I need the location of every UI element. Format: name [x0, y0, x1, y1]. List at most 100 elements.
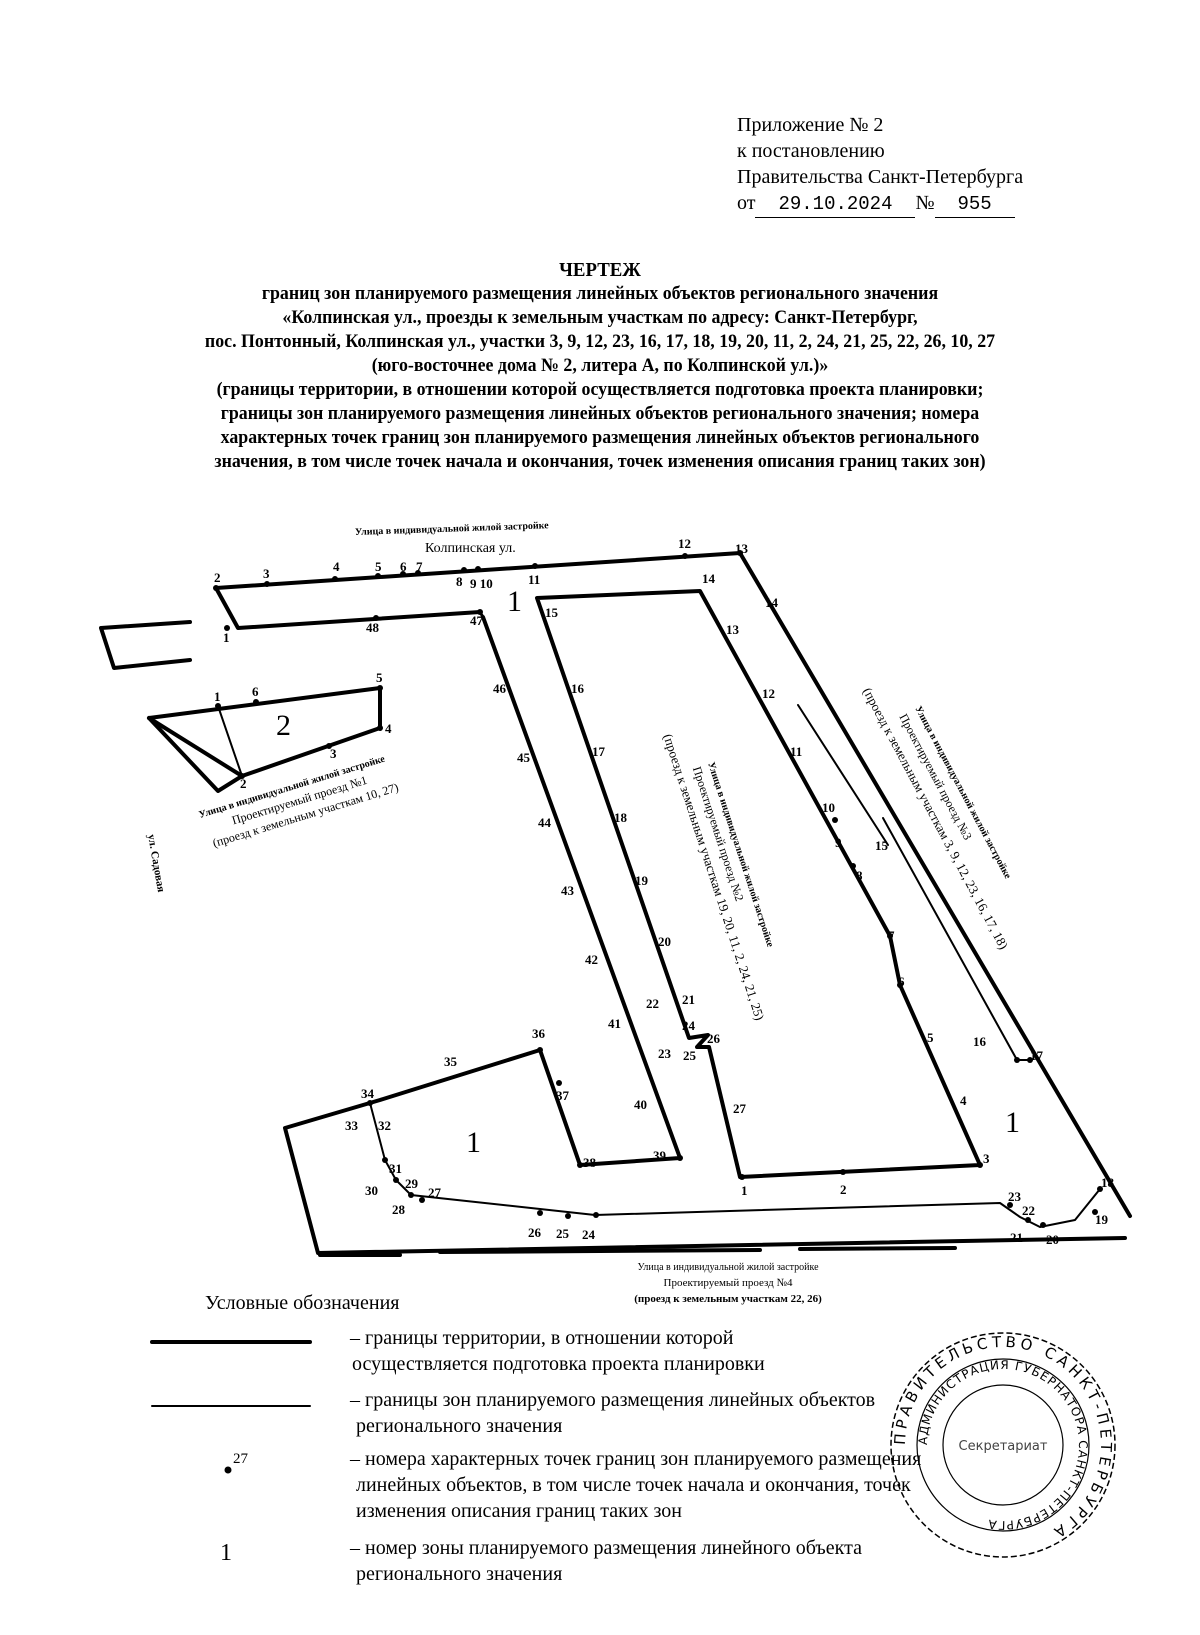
svg-text:22: 22	[646, 996, 659, 1011]
zone-number-1-east: 1	[1005, 1106, 1020, 1139]
svg-text:35: 35	[444, 1054, 458, 1069]
svg-text:22: 22	[1022, 1203, 1035, 1218]
svg-text:43: 43	[561, 883, 575, 898]
svg-text:24: 24	[682, 1018, 696, 1033]
svg-text:1: 1	[741, 1183, 748, 1198]
annex-line-3: Правительства Санкт-Петербурга	[737, 166, 1024, 188]
svg-text:4: 4	[960, 1093, 967, 1108]
svg-text:6: 6	[252, 684, 259, 699]
svg-text:29: 29	[405, 1176, 419, 1191]
svg-text:8: 8	[856, 868, 863, 883]
title-line-4: (юго-восточнее дома № 2, литера А, по Ко…	[371, 355, 829, 376]
svg-text:38: 38	[583, 1155, 597, 1170]
annex-line-2: к постановлению	[737, 140, 885, 162]
svg-text:9: 9	[835, 835, 842, 850]
title-line-6: границы зон планируемого размещения лине…	[220, 403, 980, 424]
legend-title: Условные обозначения	[205, 1292, 400, 1314]
svg-text:17: 17	[1030, 1048, 1044, 1063]
annex-header: Приложение № 2 к постановлению Правитель…	[737, 112, 1023, 218]
territory-boundary-inner	[535, 589, 982, 1179]
svg-text:46: 46	[493, 681, 507, 696]
svg-text:18: 18	[614, 810, 628, 825]
svg-text:21: 21	[682, 992, 695, 1007]
svg-text:20: 20	[1046, 1232, 1059, 1247]
official-stamp: ПРАВИТЕЛЬСТВО САНКТ-ПЕТЕРБУРГА АДМИНИСТР…	[890, 1332, 1116, 1558]
svg-text:10: 10	[822, 800, 835, 815]
territory-boundary-west	[283, 615, 1127, 1255]
svg-text:7: 7	[888, 928, 895, 943]
svg-text:23: 23	[658, 1046, 672, 1061]
from-label: от	[737, 192, 756, 214]
top-street-name: Колпинская ул.	[425, 541, 516, 556]
svg-text:3: 3	[983, 1151, 990, 1166]
svg-text:8: 8	[456, 574, 463, 589]
svg-text:5: 5	[376, 670, 383, 685]
svg-text:14: 14	[702, 571, 716, 586]
zone-number-2: 2	[276, 709, 291, 742]
svg-text:14: 14	[765, 595, 779, 610]
svg-text:45: 45	[517, 750, 531, 765]
svg-text:15: 15	[545, 605, 559, 620]
decree-number: 955	[934, 191, 1015, 218]
svg-text:Улица в индивидуальной жилой з: Улица в индивидуальной жилой застройке	[637, 1262, 819, 1273]
legend-item-zone-number: – номер зоны планируемого размещения лин…	[350, 1537, 862, 1585]
svg-text:21: 21	[1010, 1230, 1023, 1245]
svg-text:4: 4	[385, 721, 392, 736]
svg-text:17: 17	[592, 744, 606, 759]
svg-text:40: 40	[634, 1097, 647, 1112]
stamp-center: Секретариат	[959, 1439, 1048, 1454]
zone-number-1-west: 1	[466, 1126, 481, 1159]
svg-text:2: 2	[214, 570, 221, 585]
svg-text:30: 30	[365, 1183, 378, 1198]
annex-line-1: Приложение № 2	[737, 114, 884, 136]
svg-text:31: 31	[389, 1161, 402, 1176]
svg-text:27: 27	[733, 1101, 747, 1116]
svg-text:19: 19	[635, 873, 649, 888]
svg-text:34: 34	[361, 1086, 375, 1101]
svg-text:48: 48	[366, 620, 380, 635]
zone-number-1-north: 1	[507, 585, 522, 618]
svg-text:19: 19	[1095, 1212, 1109, 1227]
svg-text:5: 5	[375, 559, 382, 574]
svg-text:9 10: 9 10	[470, 576, 493, 591]
svg-text:32: 32	[378, 1118, 391, 1133]
title-line-3: пос. Понтонный, Колпинская ул., участки …	[204, 331, 996, 352]
svg-text:2: 2	[240, 776, 247, 791]
zone-1-boundary-south	[369, 1102, 1101, 1228]
svg-text:41: 41	[608, 1016, 621, 1031]
svg-text:24: 24	[582, 1227, 596, 1242]
drawing-title: ЧЕРТЕЖ границ зон планируемого размещени…	[74, 258, 1127, 474]
svg-text:25: 25	[683, 1048, 697, 1063]
proezd-4-label: Улица в индивидуальной жилой застройке П…	[634, 1262, 822, 1305]
top-street-type: Улица в индивидуальной жилой застройке	[355, 520, 550, 538]
svg-text:Проектируемый проезд №4: Проектируемый проезд №4	[664, 1277, 793, 1289]
svg-text:44: 44	[538, 815, 552, 830]
legend-item-points: – номера характерных точек границ зон пл…	[350, 1448, 922, 1522]
title-line-1: границ зон планируемого размещения линей…	[261, 283, 939, 304]
number-label: №	[915, 192, 935, 214]
legend-zone-number: 1	[220, 1540, 232, 1566]
territory-boundary-outer-east	[214, 551, 1132, 1218]
svg-text:27: 27	[428, 1185, 442, 1200]
svg-text:11: 11	[790, 744, 802, 759]
svg-text:33: 33	[345, 1118, 359, 1133]
title-line-7: характерных точек границ зон планируемог…	[220, 427, 980, 448]
legend-point-number: 27	[233, 1451, 248, 1467]
svg-text:25: 25	[556, 1226, 570, 1241]
svg-text:42: 42	[585, 952, 598, 967]
svg-text:16: 16	[973, 1034, 987, 1049]
svg-text:6: 6	[400, 559, 407, 574]
svg-text:1: 1	[223, 630, 230, 645]
svg-text:11: 11	[528, 572, 540, 587]
svg-text:13: 13	[735, 541, 749, 556]
legend-item-territory: – границы территории, в отношении которо…	[350, 1327, 765, 1375]
svg-text:47: 47	[470, 613, 484, 628]
title-line-8: значения, в том числе точек начала и око…	[214, 451, 986, 472]
svg-text:28: 28	[392, 1202, 406, 1217]
decree-date: 29.10.2024	[755, 191, 916, 218]
svg-text:Улица в индивидуальной жилой з: Улица в индивидуальной жилой застройке	[705, 761, 776, 949]
title-line-2: «Колпинская ул., проезды к земельным уча…	[282, 307, 918, 328]
